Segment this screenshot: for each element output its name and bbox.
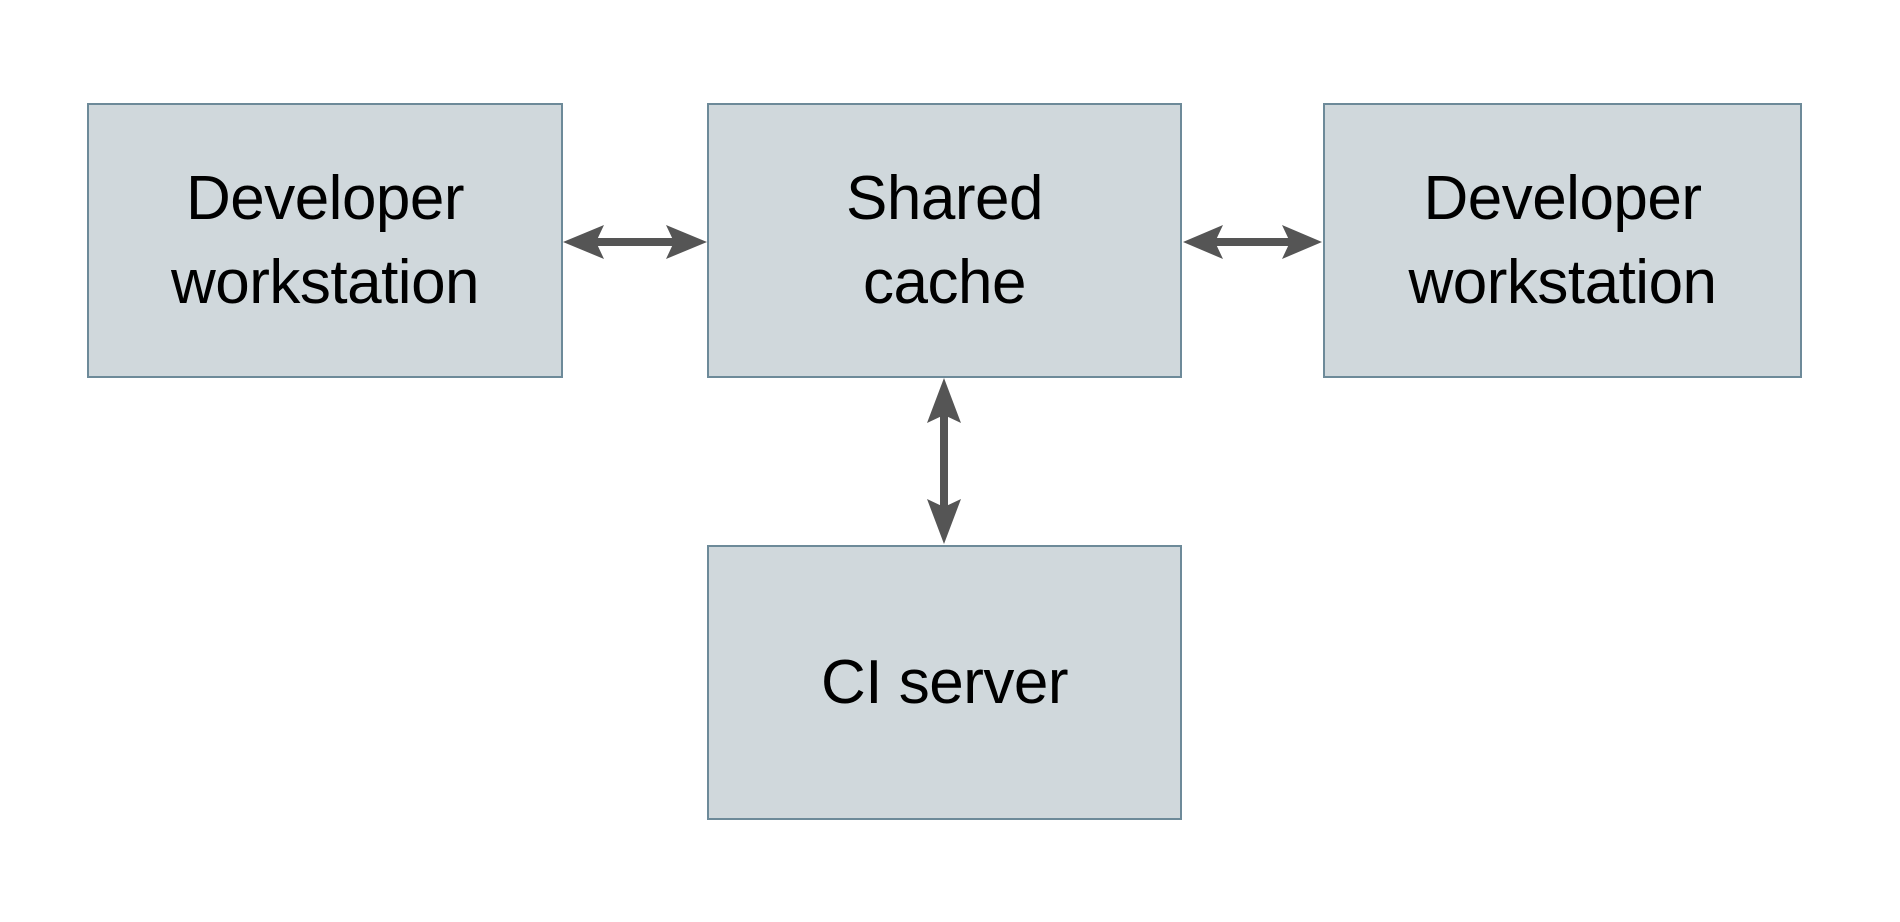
node-ci-server[interactable]: CI server	[707, 545, 1182, 820]
double-headed-arrow-icon	[1183, 225, 1322, 259]
node-shared-cache[interactable]: Shared cache	[707, 103, 1182, 378]
node-label: Developer workstation	[1408, 163, 1717, 317]
edge-shared-cache-to-dev-right	[1180, 212, 1325, 272]
node-label: Developer workstation	[170, 163, 480, 317]
edge-dev-left-to-shared-cache	[560, 212, 710, 272]
edge-shared-cache-to-ci-server	[914, 375, 974, 547]
double-headed-arrow-icon	[927, 378, 961, 544]
double-headed-arrow-icon	[563, 225, 707, 259]
node-developer-workstation-left[interactable]: Developer workstation	[87, 103, 563, 378]
node-developer-workstation-right[interactable]: Developer workstation	[1323, 103, 1802, 378]
node-label: CI server	[821, 647, 1068, 717]
node-label: Shared cache	[846, 163, 1043, 317]
